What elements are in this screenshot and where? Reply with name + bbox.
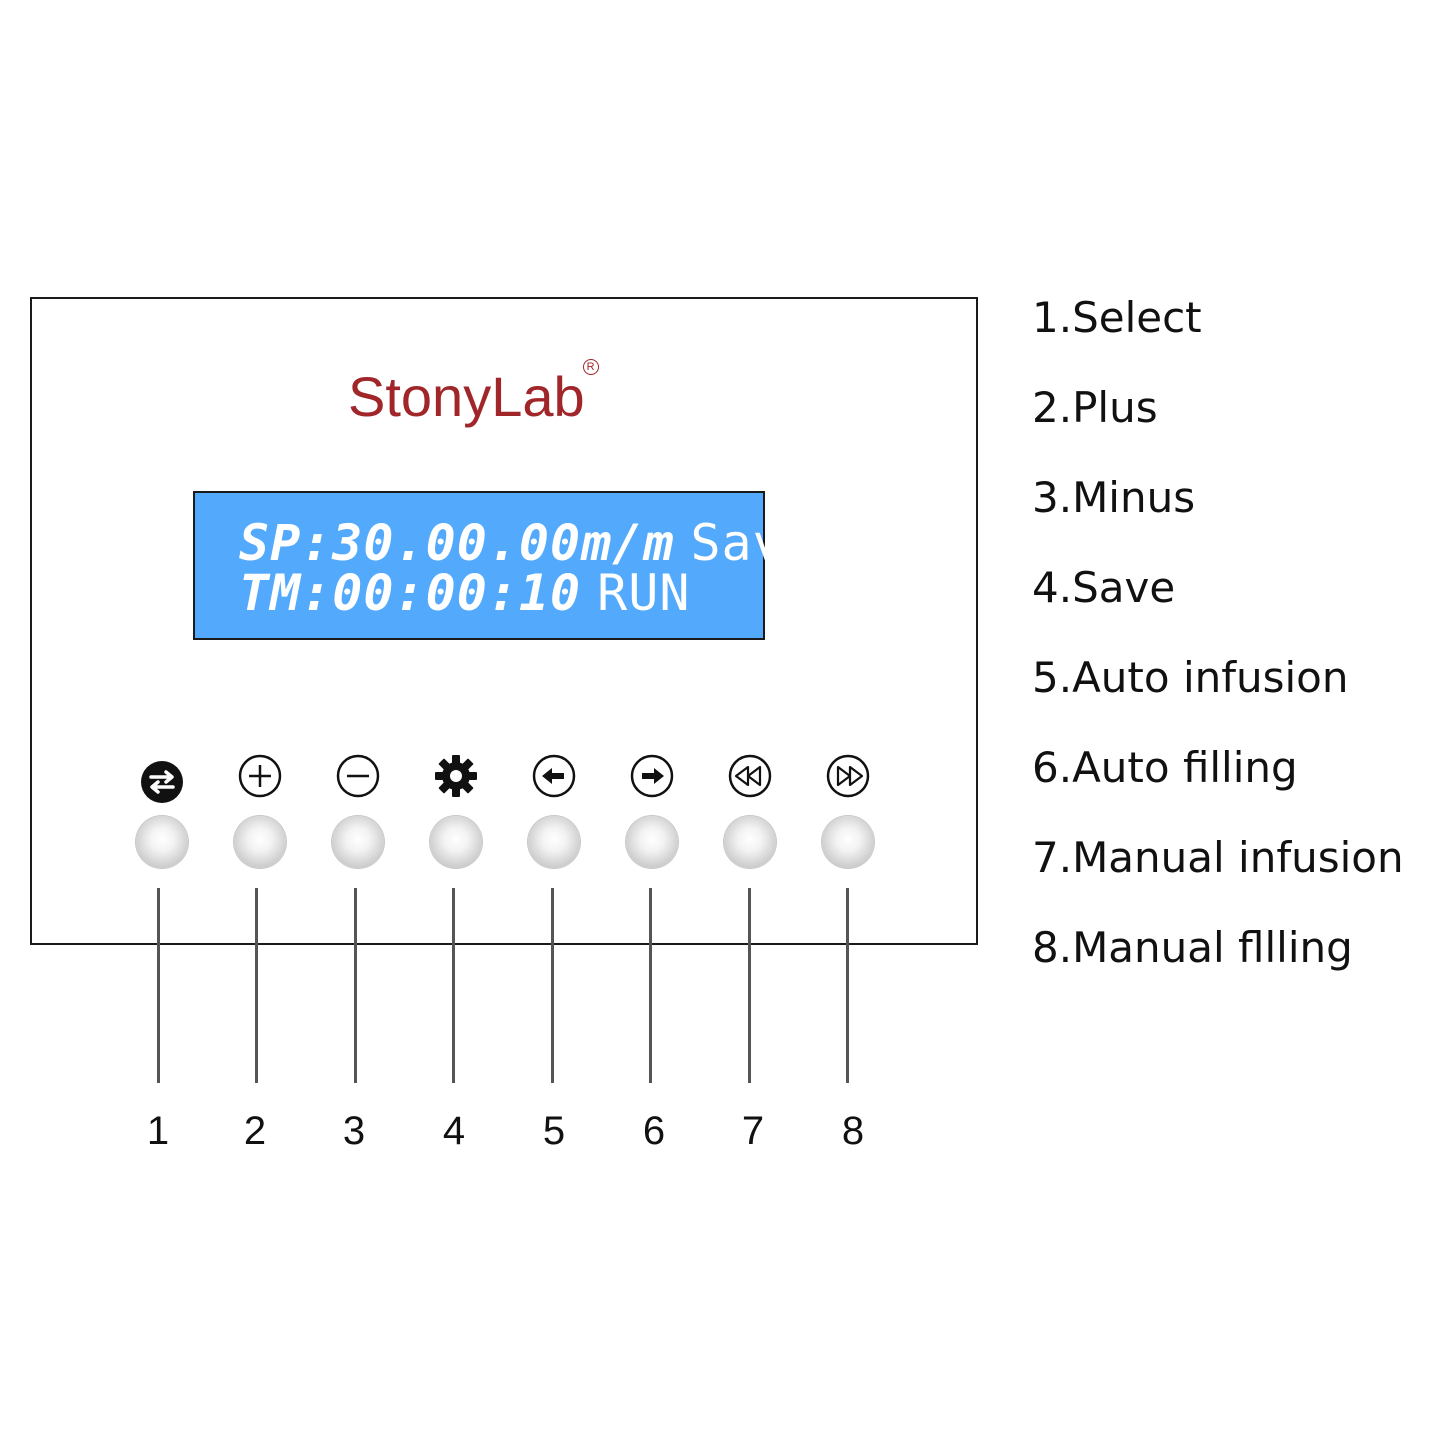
legend-item: 8.Manual fllling bbox=[1032, 923, 1353, 972]
registered-mark: R bbox=[582, 359, 599, 376]
button-1-select[interactable] bbox=[136, 816, 188, 868]
callout-number: 7 bbox=[741, 1109, 765, 1153]
legend-item: 2.Plus bbox=[1032, 383, 1158, 432]
brand-name: StonyLab bbox=[348, 365, 585, 428]
button-legend: 1.Select 2.Plus 3.Minus 4.Save 5.Auto in… bbox=[1032, 292, 1404, 1012]
lcd-line-1: SP:30.00.00m/m Save bbox=[239, 517, 815, 569]
leader-line-1 bbox=[157, 888, 160, 1083]
lcd-line-2: TM:00:00:10 RUN bbox=[239, 567, 690, 619]
button-4-save[interactable] bbox=[430, 816, 482, 868]
legend-item: 3.Minus bbox=[1032, 473, 1196, 522]
lcd-time-value: TM:00:00:10 bbox=[239, 564, 582, 622]
lcd-status-save: Save bbox=[690, 514, 815, 572]
legend-item: 1.Select bbox=[1032, 293, 1202, 342]
callout-number: 1 bbox=[146, 1109, 170, 1153]
callout-number: 2 bbox=[243, 1109, 267, 1153]
leader-line-4 bbox=[452, 888, 455, 1083]
button-8-manual-filling[interactable] bbox=[822, 816, 874, 868]
button-7-manual-infusion[interactable] bbox=[724, 816, 776, 868]
callout-number: 5 bbox=[542, 1109, 566, 1153]
callout-number: 8 bbox=[841, 1109, 865, 1153]
legend-item: 5.Auto infusion bbox=[1032, 653, 1349, 702]
gear-icon bbox=[435, 755, 477, 797]
button-3-minus[interactable] bbox=[332, 816, 384, 868]
legend-item: 4.Save bbox=[1032, 563, 1176, 612]
legend-item: 6.Auto filling bbox=[1032, 743, 1298, 792]
callout-number: 3 bbox=[342, 1109, 366, 1153]
leader-line-2 bbox=[255, 888, 258, 1083]
plus-icon bbox=[238, 754, 282, 798]
button-2-plus[interactable] bbox=[234, 816, 286, 868]
select-swap-icon bbox=[141, 761, 183, 803]
callout-number: 6 bbox=[642, 1109, 666, 1153]
lcd-speed-value: SP:30.00.00m/m bbox=[239, 514, 675, 572]
leader-line-5 bbox=[551, 888, 554, 1083]
arrow-right-icon bbox=[630, 754, 674, 798]
legend-item: 7.Manual infusion bbox=[1032, 833, 1404, 882]
leader-line-6 bbox=[649, 888, 652, 1083]
rewind-icon bbox=[728, 754, 772, 798]
minus-icon bbox=[336, 754, 380, 798]
lcd-status-run: RUN bbox=[597, 564, 691, 622]
fast-forward-icon bbox=[826, 754, 870, 798]
callout-number: 4 bbox=[442, 1109, 466, 1153]
button-6-auto-filling[interactable] bbox=[626, 816, 678, 868]
arrow-left-icon bbox=[532, 754, 576, 798]
leader-line-7 bbox=[748, 888, 751, 1083]
leader-line-8 bbox=[846, 888, 849, 1083]
leader-line-3 bbox=[354, 888, 357, 1083]
lcd-display: SP:30.00.00m/m Save TM:00:00:10 RUN bbox=[193, 491, 814, 640]
button-5-auto-infusion[interactable] bbox=[528, 816, 580, 868]
